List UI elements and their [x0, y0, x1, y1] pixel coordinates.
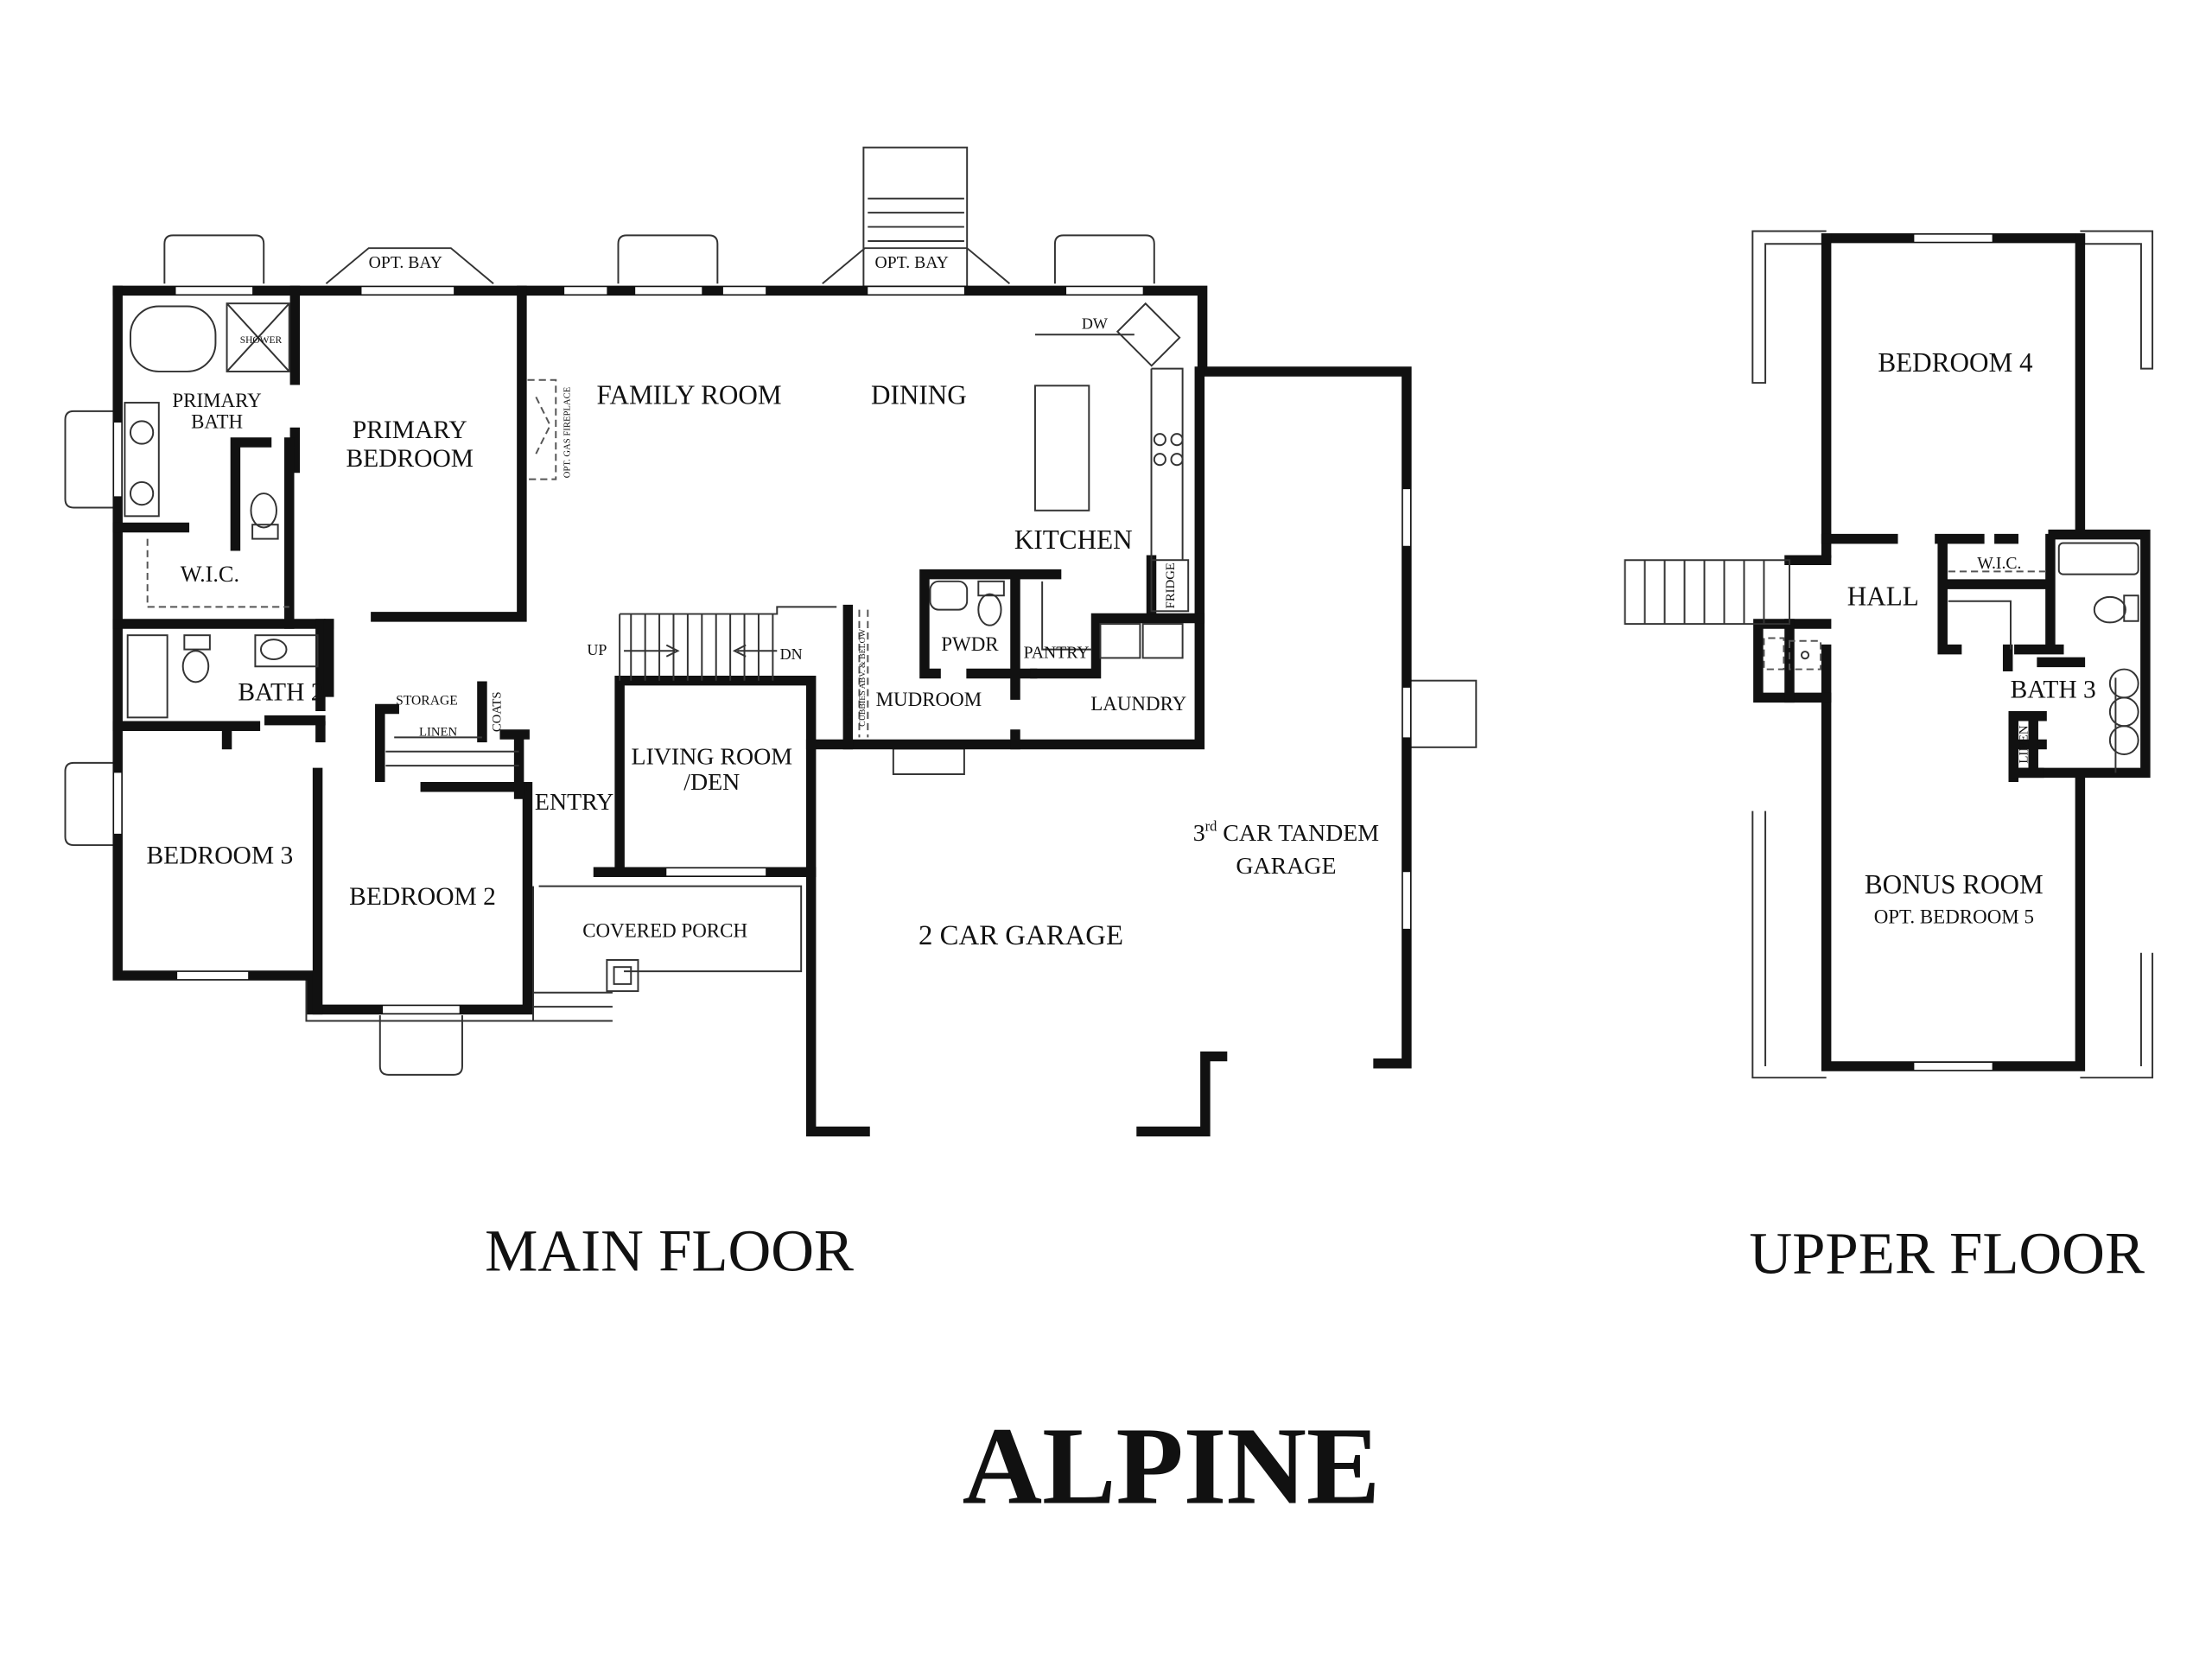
room-label-den: /DEN — [683, 769, 740, 796]
room-label-mudroom: MUDROOM — [876, 689, 982, 710]
room-label-pantry: PANTRY — [1024, 643, 1090, 662]
upper-floor-caption: UPPER FLOOR — [1749, 1221, 2145, 1287]
room-label-bedroom-4: BEDROOM 4 — [1878, 347, 2033, 378]
room-label-living-room: LIVING ROOM — [631, 744, 792, 771]
linen-label: LINEN — [419, 726, 458, 740]
upper-floor-plan: BEDROOM 4 HALL W.I.C. BATH 3 LINEN BONUS… — [1624, 230, 2154, 1079]
room-label-2-car-garage: 2 CAR GARAGE — [918, 920, 1123, 951]
shower-label: SHOWER — [240, 335, 283, 346]
upper-linen-label: LINEN — [2018, 725, 2031, 764]
main-floor-walls — [112, 285, 1412, 1137]
fridge-label: FRIDGE — [1164, 563, 1178, 608]
room-label-bath-3: BATH 3 — [2011, 676, 2096, 703]
fireplace-label: OPT. GAS FIREPLACE — [563, 387, 573, 479]
room-label-dining: DINING — [871, 380, 967, 410]
coats-label: COATS — [490, 691, 504, 732]
room-label-opt-bay-right: OPT. BAY — [875, 253, 949, 272]
stair-down-label: DN — [780, 645, 803, 663]
room-label-entry: ENTRY — [535, 789, 613, 816]
upper-floor-windows — [1914, 234, 1993, 1071]
upper-floor-labels: BEDROOM 4 HALL W.I.C. BATH 3 LINEN BONUS… — [1847, 347, 2096, 927]
room-label-pwdr: PWDR — [941, 633, 999, 655]
room-label-bedroom-3: BEDROOM 3 — [146, 842, 293, 869]
dishwasher-label: DW — [1082, 315, 1108, 333]
main-floor-plan: OPT. BAY OPT. BAY SHOWER PRIMARY BATH PR… — [64, 146, 1478, 1137]
main-floor-windows — [114, 287, 1410, 1014]
room-label-bonus-room: BONUS ROOM — [1865, 869, 2044, 899]
room-label-bedroom-2: BEDROOM 2 — [349, 883, 496, 911]
room-label-primary-bath: PRIMARY — [172, 390, 261, 411]
storage-label: STORAGE — [396, 694, 458, 709]
plan-title: ALPINE — [963, 1404, 1381, 1527]
room-label-primary-bedroom: PRIMARY — [353, 416, 467, 444]
upper-floor-fixtures — [1624, 542, 2139, 773]
room-label-laundry: LAUNDRY — [1090, 693, 1186, 715]
room-label-covered-porch: COVERED PORCH — [582, 920, 747, 942]
bench-label: OPT. BENCH W/ HOOKS — [845, 632, 855, 724]
room-label-tandem-garage: 3rd CAR TANDEM — [1193, 818, 1379, 847]
room-label-family-room: FAMILY ROOM — [596, 380, 781, 410]
room-label-primary-bath-2: BATH — [191, 411, 243, 433]
upper-floor-roof-outlines — [1751, 230, 2154, 1079]
main-floor-labels: OPT. BAY OPT. BAY SHOWER PRIMARY BATH PR… — [146, 253, 1379, 951]
room-label-tandem-garage-2: GARAGE — [1236, 853, 1336, 880]
room-label-opt-bedroom-5: OPT. BEDROOM 5 — [1874, 906, 2034, 927]
main-floor-caption: MAIN FLOOR — [485, 1217, 854, 1283]
cubbies-label: CUBBIES ABV. & BELOW — [858, 628, 868, 727]
room-label-upper-wic: W.I.C. — [1977, 554, 2021, 573]
room-label-opt-bay-left: OPT. BAY — [369, 253, 442, 272]
main-floor-fixtures — [124, 302, 1190, 767]
room-label-wic: W.I.C. — [181, 562, 239, 587]
stair-up-label: UP — [587, 641, 607, 658]
room-label-kitchen: KITCHEN — [1014, 524, 1133, 555]
room-label-bath-2: BATH 2 — [238, 679, 323, 707]
bay-outlines — [64, 146, 1478, 1076]
room-label-primary-bedroom-2: BEDROOM — [346, 445, 474, 473]
room-label-hall: HALL — [1847, 582, 1919, 612]
